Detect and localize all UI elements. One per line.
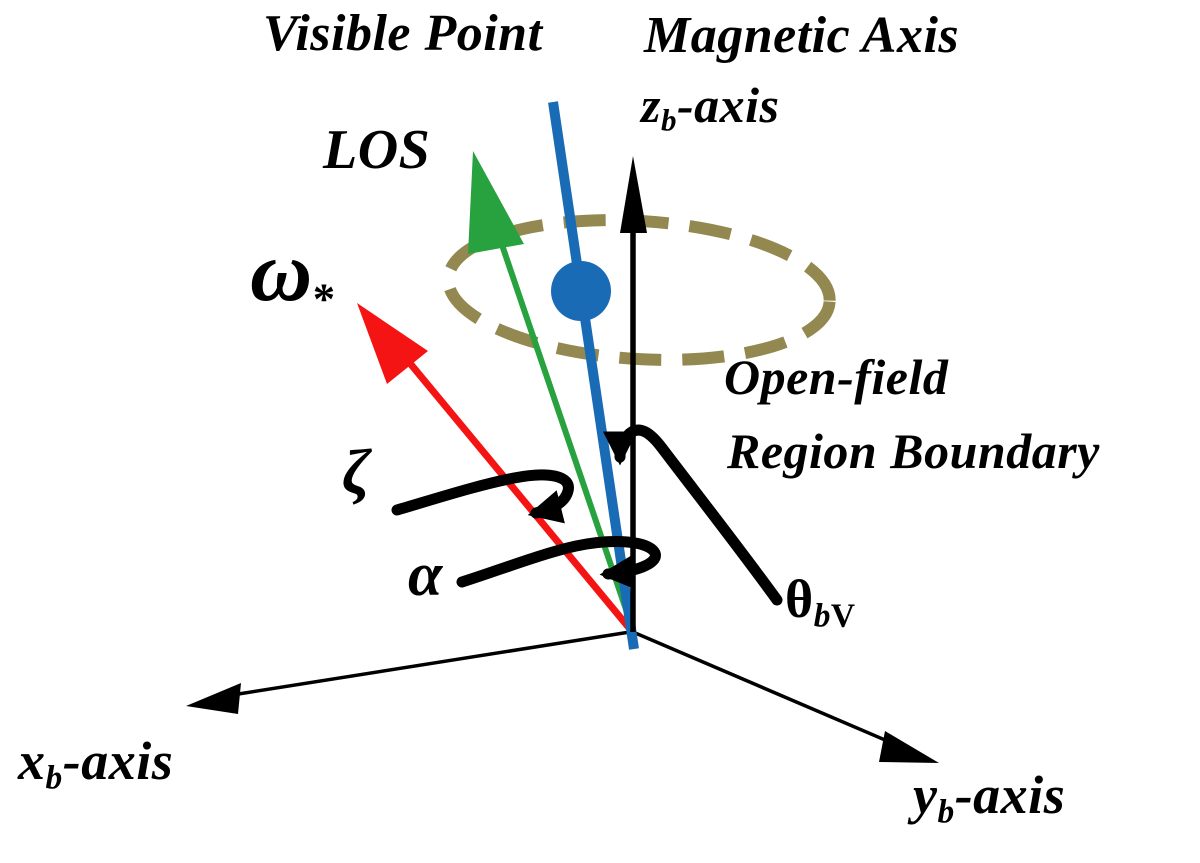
z-axis-label: zb-axis (641, 80, 779, 136)
x-axis-label: xb-axis (18, 734, 173, 795)
magnetic-axis-arrowhead (620, 156, 647, 233)
los-label: LOS (323, 119, 431, 181)
x-axis-label-sub: b (45, 759, 63, 797)
zeta-label: ζ (342, 436, 371, 507)
x-axis-label-base: x (18, 731, 46, 791)
y-axis-arrowhead (879, 731, 939, 763)
omega-arrow-shaft (396, 347, 633, 632)
x-axis-arrowhead (186, 683, 241, 714)
omega-label-base: ω (250, 223, 313, 319)
z-axis-label-sub: b (660, 102, 677, 138)
theta-bv-label: θbV (785, 572, 856, 633)
y-axis-label-base: y (913, 765, 938, 825)
omega-label-sub: * (312, 273, 336, 324)
zeta-angle-arrow (391, 469, 574, 524)
theta-bv-label-base: θ (785, 569, 814, 629)
alpha-angle-arrow (456, 536, 661, 590)
theta-bv-label-sub-v: V (830, 597, 856, 635)
open-field-label-line1: Open-field (724, 349, 949, 405)
x-axis-label-suffix: -axis (62, 731, 174, 791)
magnetic-axis-label: Magnetic Axis (644, 7, 960, 64)
z-axis-label-suffix: -axis (676, 77, 780, 133)
visible-point-label: Visible Point (263, 5, 543, 62)
alpha-label: α (408, 541, 443, 609)
x-axis-line (231, 630, 631, 697)
theta-bv-label-sub-b: b (813, 597, 831, 635)
y-axis-label-sub: b (937, 793, 955, 831)
omega-arrowhead (357, 303, 428, 384)
z-axis-label-base: z (641, 77, 661, 133)
y-axis-label: yb-axis (913, 768, 1065, 829)
visible-point-dot (551, 261, 611, 321)
omega-label: ω* (250, 228, 336, 321)
theta-bv-angle-arrow (602, 424, 783, 606)
open-field-label-line2: Region Boundary (727, 423, 1100, 479)
y-axis-label-suffix: -axis (954, 765, 1066, 825)
y-axis-line (632, 630, 893, 745)
los-arrowhead (468, 151, 524, 254)
